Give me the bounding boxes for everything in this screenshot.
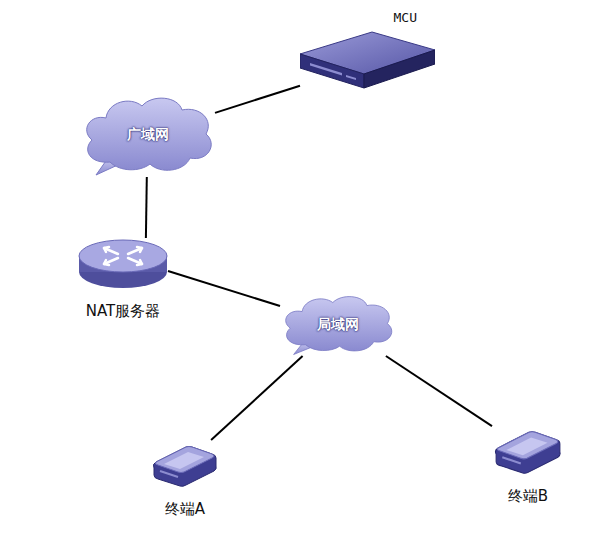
wan-cloud: 广域网 — [80, 92, 215, 177]
network-link — [145, 177, 148, 238]
device-label: MCU — [394, 10, 417, 26]
router-icon — [78, 238, 168, 290]
terminal-icon — [150, 440, 220, 488]
terminal-icon — [492, 425, 564, 475]
network-link — [386, 356, 492, 426]
network-link — [168, 271, 280, 306]
mcu-device-icon — [300, 30, 435, 92]
network-link — [215, 86, 300, 113]
network-label: 局域网 — [317, 316, 359, 333]
device-label: 终端A — [165, 500, 205, 518]
lan-cloud: 局域网 — [280, 292, 395, 356]
network-link — [211, 356, 303, 440]
network-label: 广域网 — [127, 126, 169, 143]
device-label: 终端B — [508, 487, 548, 505]
device-label: NAT服务器 — [86, 302, 160, 320]
nat-router: NAT服务器 — [78, 238, 168, 290]
terminal-device: 终端A — [150, 440, 220, 488]
mcu-device: MCU — [300, 30, 435, 92]
terminal-device: 终端B — [492, 425, 564, 475]
